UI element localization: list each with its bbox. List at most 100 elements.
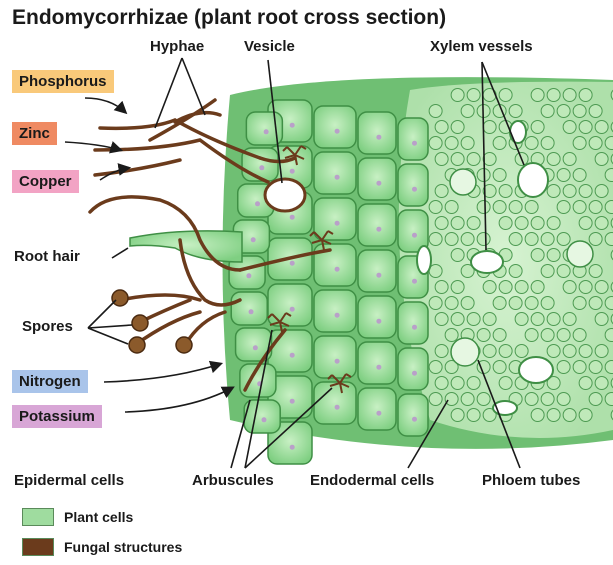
stele-cell bbox=[531, 409, 544, 422]
stele-cell bbox=[499, 89, 512, 102]
root-hair bbox=[130, 231, 242, 262]
cortex-cell bbox=[314, 152, 356, 194]
xylem-vessel bbox=[471, 251, 503, 273]
stele-cell bbox=[483, 281, 496, 294]
legend-label-fungal-structures: Fungal structures bbox=[64, 539, 182, 555]
cell-nucleus bbox=[290, 307, 295, 312]
cortex-cell bbox=[314, 290, 356, 332]
nutrient-tag-copper: Copper bbox=[12, 170, 79, 193]
xylem-vessel bbox=[417, 246, 431, 274]
stele-cell bbox=[531, 281, 544, 294]
stele-cell bbox=[573, 361, 586, 374]
stele-cell bbox=[451, 409, 464, 422]
cell-nucleus bbox=[290, 169, 295, 174]
stele-cell bbox=[547, 153, 560, 166]
stele-cell bbox=[499, 217, 512, 230]
cell-nucleus bbox=[335, 359, 340, 364]
stele-cell bbox=[451, 153, 464, 166]
stele-cell bbox=[573, 329, 586, 342]
stele-cell bbox=[493, 201, 506, 214]
stele-cell bbox=[525, 329, 538, 342]
cell-nucleus bbox=[259, 165, 264, 170]
stele-cell bbox=[445, 233, 458, 246]
cell-nucleus bbox=[249, 309, 254, 314]
stele-cell bbox=[595, 281, 608, 294]
stele-cell bbox=[493, 137, 506, 150]
cell-nucleus bbox=[376, 227, 381, 232]
stele-cell bbox=[525, 137, 538, 150]
stele-cell bbox=[589, 137, 602, 150]
stele-cell bbox=[429, 297, 442, 310]
epidermal-cell bbox=[231, 292, 267, 325]
stele-cell bbox=[509, 105, 522, 118]
cell-nucleus bbox=[335, 129, 340, 134]
stele-cell bbox=[595, 121, 608, 134]
stele-cell bbox=[429, 393, 442, 406]
stele-cell bbox=[429, 201, 442, 214]
stele-cell bbox=[515, 217, 528, 230]
stele-cell bbox=[477, 201, 490, 214]
stele-cell bbox=[579, 345, 592, 358]
cell-nucleus bbox=[376, 135, 381, 140]
stele-cell bbox=[499, 377, 512, 390]
label-hyphae: Hyphae bbox=[150, 38, 204, 55]
cell-nucleus bbox=[412, 187, 417, 192]
cortex-cell bbox=[268, 330, 312, 372]
stele-cell bbox=[467, 313, 480, 326]
spore bbox=[132, 315, 148, 331]
label-xylem-vessels: Xylem vessels bbox=[430, 38, 533, 55]
stele-cell bbox=[451, 89, 464, 102]
cell-nucleus bbox=[412, 325, 417, 330]
cell-nucleus bbox=[335, 175, 340, 180]
stele-cell bbox=[435, 185, 448, 198]
label-root-hair: Root hair bbox=[14, 248, 80, 265]
stele-cell bbox=[515, 281, 528, 294]
cortex-cell bbox=[268, 284, 312, 326]
stele-cell bbox=[525, 233, 538, 246]
stele-cell bbox=[557, 105, 570, 118]
stele-cell bbox=[557, 361, 570, 374]
stele-cell bbox=[573, 201, 586, 214]
stele-cell bbox=[451, 377, 464, 390]
stele-cell bbox=[557, 329, 570, 342]
stele-cell bbox=[531, 249, 544, 262]
stele-cell bbox=[483, 345, 496, 358]
stele-cell bbox=[461, 137, 474, 150]
cell-nucleus bbox=[290, 445, 295, 450]
stele-cell bbox=[451, 121, 464, 134]
stele-cell bbox=[461, 393, 474, 406]
stele-cell bbox=[557, 233, 570, 246]
stele-cell bbox=[541, 233, 554, 246]
stele-cell bbox=[451, 249, 464, 262]
stele-cell bbox=[509, 265, 522, 278]
stele-cell bbox=[595, 345, 608, 358]
spore bbox=[129, 337, 145, 353]
cell-nucleus bbox=[290, 353, 295, 358]
stele-cell bbox=[483, 313, 496, 326]
stele-cell bbox=[605, 137, 613, 150]
cortex-cell bbox=[358, 204, 396, 246]
stele-cell bbox=[531, 217, 544, 230]
cell-nucleus bbox=[335, 267, 340, 272]
stele-cell bbox=[605, 361, 613, 374]
xylem-vessel bbox=[510, 121, 526, 143]
cortex-cell bbox=[358, 158, 396, 200]
legend-swatch-plant-cells bbox=[22, 508, 54, 526]
stele-cell bbox=[595, 217, 608, 230]
stele-cell bbox=[429, 137, 442, 150]
label-arbuscules: Arbuscules bbox=[192, 472, 274, 489]
cell-nucleus bbox=[335, 221, 340, 226]
cell-nucleus bbox=[376, 181, 381, 186]
stele-cell bbox=[445, 393, 458, 406]
stele-cell bbox=[435, 121, 448, 134]
stele-cell bbox=[605, 393, 613, 406]
stele-cell bbox=[429, 105, 442, 118]
stele-cell bbox=[589, 297, 602, 310]
cortex-cell bbox=[314, 336, 356, 378]
stele-cell bbox=[589, 233, 602, 246]
phloem-tube bbox=[567, 241, 593, 267]
stele-cell bbox=[467, 377, 480, 390]
cortex-cell bbox=[358, 112, 396, 154]
stele-cell bbox=[595, 185, 608, 198]
cell-nucleus bbox=[412, 233, 417, 238]
